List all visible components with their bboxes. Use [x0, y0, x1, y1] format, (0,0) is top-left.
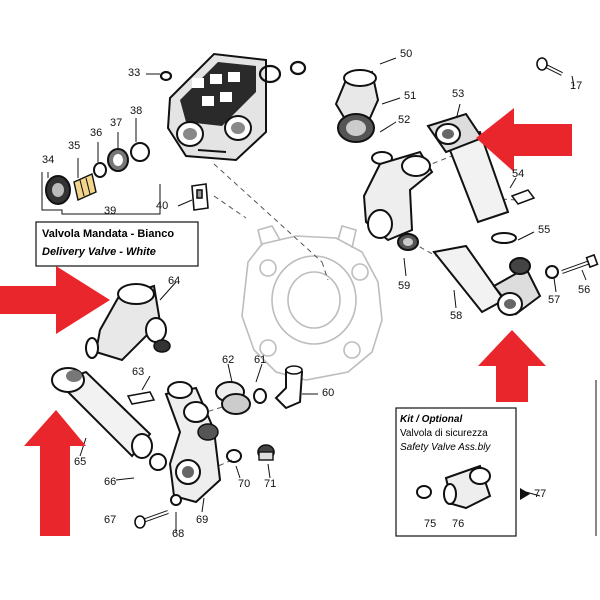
cap-part-62 [215, 381, 251, 415]
part-number-label: 60 [322, 387, 335, 399]
elbow-part-51 [334, 69, 380, 143]
pipe-part-64 [85, 283, 171, 362]
part-number-label: 52 [398, 114, 411, 126]
part-number-label: 17 [570, 80, 583, 92]
part-number-label: 55 [538, 224, 551, 236]
part-number-label: 65 [74, 456, 87, 468]
part-number-label: 53 [452, 88, 465, 100]
red-arrow-bottom-left [24, 410, 86, 536]
part-number-label: 59 [398, 280, 411, 292]
part-number-label: 34 [42, 154, 55, 166]
delivery-valve-box [35, 221, 199, 267]
elbow-part-60 [274, 365, 304, 410]
red-arrow-left [0, 266, 110, 334]
delivery-valve-title-en: Delivery Valve - White [42, 246, 156, 258]
part-number-label: 40 [156, 200, 169, 212]
part-number-label: 70 [238, 478, 251, 490]
bolt-part-67 [134, 510, 169, 529]
clip-part-63 [126, 391, 156, 405]
part-number-label: 66 [104, 476, 117, 488]
part-number-label: 63 [132, 366, 145, 378]
cross-fitting-part-59 [362, 150, 434, 251]
leader-lines [47, 57, 587, 532]
red-arrow-top-right [476, 108, 572, 172]
part-number-label: 36 [90, 127, 103, 139]
part-number-label: 51 [404, 90, 417, 102]
part-number-label: 37 [110, 117, 123, 129]
part-number-label: 67 [104, 514, 117, 526]
part-number-label: 39 [104, 205, 117, 217]
fitting-part-69 [164, 381, 222, 504]
o-ring-part-61 [253, 388, 267, 404]
valve-stack-bracket [41, 172, 161, 215]
pump-head-block [166, 52, 267, 162]
plug-part-71 [257, 444, 275, 461]
pump-body-outline [241, 225, 383, 381]
part-number-label: 76 [452, 518, 465, 530]
part-number-label: 68 [172, 528, 185, 540]
kit-optional-box [395, 407, 517, 537]
part-number-label: 69 [196, 514, 209, 526]
kit-optional-label: Kit / Optional [400, 414, 463, 425]
kit-safety-valve-en: Safety Valve Ass.bly [400, 442, 491, 453]
bolt-part-17 [536, 57, 563, 76]
delivery-valve-parts [45, 142, 150, 205]
clip-part-40 [191, 183, 209, 211]
part-number-label: 75 [424, 518, 437, 530]
part-number-label: 35 [68, 140, 81, 152]
red-arrow-bottom-right [478, 330, 546, 402]
kit-optional-heading: Kit / Optional [400, 414, 462, 425]
part-number-label: 50 [400, 48, 413, 60]
pipe-part-65 [51, 367, 153, 459]
part-number-label: 57 [548, 294, 561, 306]
part-number-label: 62 [222, 354, 235, 366]
part-number-label: 38 [130, 105, 143, 117]
part-number-label: 64 [168, 275, 181, 287]
part-number-label: 56 [578, 284, 591, 296]
bolt-part-56 [561, 253, 599, 274]
o-ring-part-66 [149, 453, 167, 471]
spring-clip-part-54 [510, 189, 536, 205]
head-o-rings [159, 60, 307, 84]
o-ring-part-70 [226, 449, 242, 463]
pipe-part-53 [426, 112, 510, 224]
safety-valve-parts [416, 464, 492, 510]
o-ring-part-57 [545, 265, 559, 279]
part-number-label: 33 [128, 67, 141, 79]
part-number-label: 54 [512, 168, 525, 180]
part-number-label: 61 [254, 354, 267, 366]
kit-safety-valve-it: Valvola di sicurezza [400, 428, 488, 439]
pointer-triangle [520, 488, 530, 500]
part-number-label: 71 [264, 478, 277, 490]
delivery-valve-title-it: Valvola Mandata - Bianco [42, 228, 175, 240]
part-number-label: 58 [450, 310, 463, 322]
o-ring-part-55 [491, 232, 517, 244]
ring-part-68 [170, 494, 182, 506]
part-number-label: 77 [534, 488, 547, 500]
pipe-part-58 [432, 244, 542, 316]
